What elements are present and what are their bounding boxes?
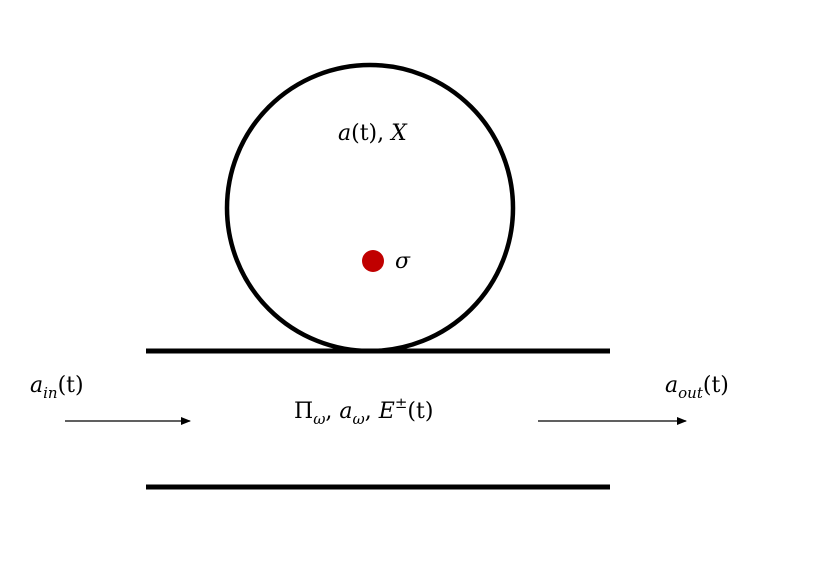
cavity-mirror-symbol: X [389, 121, 408, 146]
output-subscript: out [678, 384, 704, 402]
input-label: ain(t) [30, 373, 84, 402]
output-field-symbol: a [665, 373, 678, 398]
cavity-time-arg: (t), [351, 121, 391, 146]
output-time-arg: (t) [703, 373, 729, 398]
waveguide-pi-symbol: Π [294, 399, 313, 424]
atom-label: σ [395, 249, 411, 274]
input-time-arg: (t) [58, 373, 84, 398]
waveguide-sep-1: , [325, 399, 339, 424]
cavity-ring [224, 62, 516, 354]
waveguide-sep-2: , [365, 399, 379, 424]
waveguide-label: Πω, aω, E±(t) [294, 394, 433, 428]
waveguide-e-symbol: E [378, 399, 395, 424]
atom-dot [362, 250, 384, 272]
output-label: aout(t) [665, 373, 729, 402]
waveguide-time-arg: (t) [407, 399, 433, 424]
waveguide-pi-subscript: ω [313, 410, 325, 428]
waveguide-e-superscript: ± [395, 394, 408, 412]
cavity-label: a(t), X [338, 121, 408, 146]
waveguide-a-symbol: a [339, 399, 352, 424]
cavity-field-symbol: a [338, 121, 351, 146]
input-subscript: in [43, 384, 57, 402]
input-field-symbol: a [30, 373, 43, 398]
waveguide-a-subscript: ω [353, 410, 365, 428]
